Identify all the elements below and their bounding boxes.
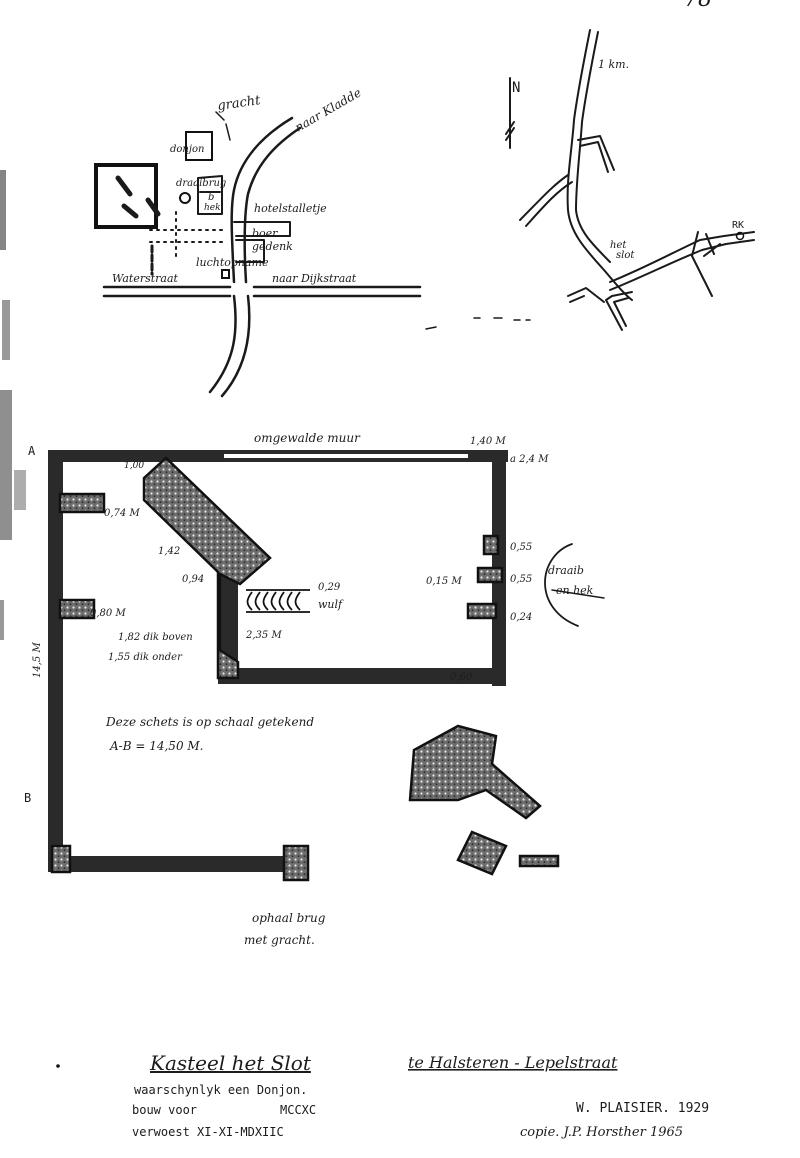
m-center-3: 2,35 M (245, 630, 282, 641)
m-left-2: 0,80 M (90, 608, 126, 619)
fragment-square (456, 830, 508, 876)
m-right-3: 0,55 (510, 574, 532, 585)
title-place: te Halsteren - Lepelstraat (408, 1053, 618, 1072)
plan-note-2: A-B = 14,50 M. (109, 739, 204, 753)
plan-bottom-2: met gracht. (244, 933, 315, 947)
vault (246, 589, 310, 613)
m-dik-onder: 1,55 dik onder (108, 652, 183, 663)
rk-label: RK (732, 220, 744, 231)
m-right-4: 0,24 (510, 612, 532, 623)
point-b: B (24, 791, 31, 805)
label-gracht: gracht (216, 93, 262, 114)
het-label: het (610, 240, 627, 251)
m-diag-2: 0,94 (182, 574, 204, 585)
built-year: MCCXC (280, 1103, 316, 1117)
fragment-large (408, 724, 542, 820)
m-right-2: 0,15 M (426, 576, 462, 587)
slot-label: slot (616, 250, 635, 261)
m-top-right-2: a 2,4 M (510, 454, 549, 465)
m-right-5: 0,60 (450, 672, 473, 683)
wall-inner-bottom (218, 668, 506, 684)
scan-edge-noise (0, 170, 26, 640)
title-block: Kasteel het Slot te Halsteren - Lepelstr… (56, 1051, 709, 1140)
author: W. PLAISIER. 1929 (576, 1101, 709, 1116)
location-map: N 1 km. RK het slot (505, 29, 755, 331)
label-lk: b (208, 192, 214, 203)
label-boer: boer (252, 227, 278, 240)
m-diag-1: 1,42 (158, 546, 180, 557)
destroyed: verwoest XI-XI-MDXIIC (132, 1125, 284, 1139)
label-waterstraat: Waterstraat (112, 272, 179, 285)
label-luchtopname: luchtopname (196, 256, 269, 269)
label-gedenk: gedenk (252, 240, 293, 253)
m-corner-1: 1,00 (124, 461, 144, 471)
castle-square (94, 163, 158, 229)
donjon-tower (142, 456, 272, 680)
m-left-1: 0,74 M (104, 508, 140, 519)
copy: copie. J.P. Horsther 1965 (520, 1125, 683, 1140)
label-naar-dijkstraat: naar Dijkstraat (272, 272, 357, 285)
wall-bottom (48, 856, 304, 872)
label-donjon: donjon (170, 144, 204, 155)
page-number: 78 (684, 0, 712, 12)
m-left-height: 14,5 M (32, 642, 43, 678)
north-label: N (512, 80, 520, 96)
label-hek: hek (204, 203, 221, 213)
label-drawbridge-2: en hek (556, 584, 594, 597)
plan-note-1: Deze schets is op schaal getekend (105, 715, 314, 729)
label-hotelstalletje: hotelstalletje (254, 202, 327, 215)
subtitle: waarschynlyk een Donjon. (134, 1083, 307, 1097)
plan-bottom-1: ophaal brug (252, 911, 326, 925)
point-a: A (28, 444, 36, 458)
built-label: bouw voor (132, 1103, 197, 1117)
label-draaibrug: draaibrug (176, 178, 226, 189)
wall-left (48, 450, 63, 870)
m-top-right-1: 1,40 M (470, 436, 506, 447)
m-center-1: 0,29 (318, 582, 341, 593)
floor-plan: draaib en hek A B omgewalde muur 1,40 M … (24, 431, 605, 947)
site-sketch: gracht naar Kladde donjon draaibrug b he… (94, 85, 531, 398)
m-center-2: wulf (318, 598, 344, 611)
m-right-1: 0,55 (510, 542, 532, 553)
m-dik-boven: 1,82 dik boven (118, 632, 193, 643)
m-top-wall: omgewalde muur (254, 431, 361, 445)
label-drawbridge-1: draaib (548, 564, 584, 577)
km-label: 1 km. (598, 58, 629, 71)
fragment-bar (518, 854, 560, 868)
title: Kasteel het Slot (149, 1051, 312, 1075)
donjon-box (185, 131, 213, 161)
label-naar-kladde: naar Kladde (293, 85, 364, 134)
